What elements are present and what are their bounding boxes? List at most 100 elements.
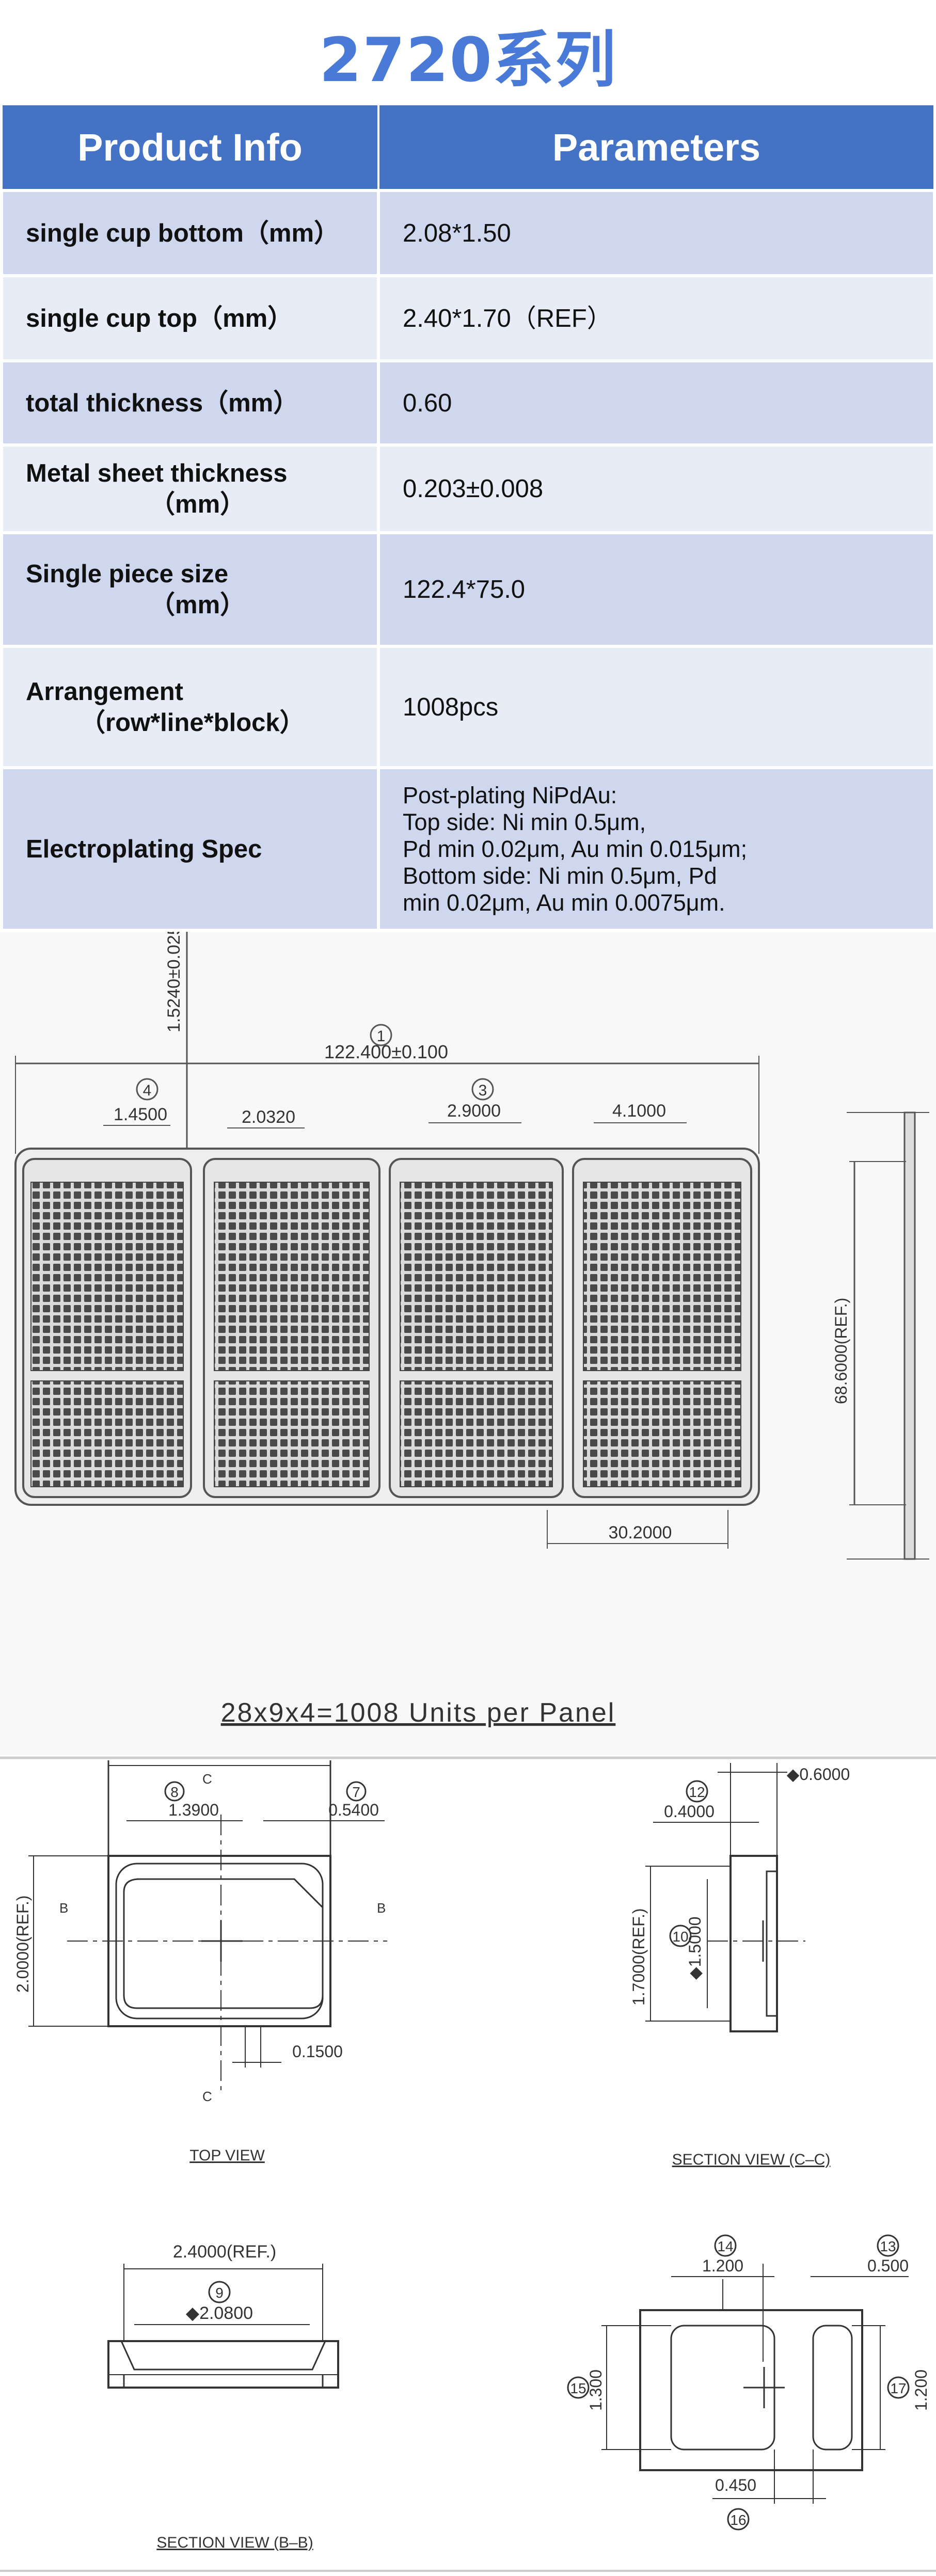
callout-4-label: 4 [143, 1082, 152, 1099]
table-row: Arrangement （row*line*block） 1008pcs [0, 645, 936, 769]
table-row: Electroplating Spec Post-plating NiPdAu:… [0, 766, 936, 932]
dim-pitch-b: 2.9000 [447, 1101, 501, 1121]
dim-b: 0.5400 [328, 1801, 379, 1819]
section-c-top: C [202, 1771, 212, 1787]
callout-13: 13 [877, 2234, 899, 2257]
dim-h: 1.7000(REF.) [629, 1908, 648, 2006]
value-line: Top side: Ni min 0.5μm, [403, 808, 646, 835]
callout-12-label: 12 [689, 1784, 705, 1800]
section-bb-label: SECTION VIEW (B–B) [156, 2534, 313, 2551]
section-c-bottom: C [202, 2089, 212, 2104]
row-value: 2.40*1.70（REF） [377, 274, 936, 362]
dim-c: 0.1500 [292, 2042, 343, 2061]
callout-17: 17 [887, 2376, 910, 2399]
callout-8-label: 8 [170, 1784, 179, 1800]
dim-height: 2.0000(REF.) [13, 1895, 32, 1993]
dim-inner: ◆1.5000 [686, 1917, 704, 1980]
dim-04: 0.4000 [664, 1802, 715, 1821]
table-row: total thickness（mm） 0.60 [0, 359, 936, 447]
dim-h2: 1.200 [912, 2370, 930, 2411]
section-b-right: B [377, 1900, 386, 1916]
page-title: 2720系列 [319, 24, 617, 96]
row-key: total thickness（mm） [0, 359, 380, 447]
dim-height: 68.6000(REF.) [832, 1298, 850, 1404]
dim-right: 4.1000 [612, 1101, 666, 1121]
dim-top: 2.4000(REF.) [173, 2242, 276, 2262]
section-view-cc: ◆0.6000 12 0.4000 1.7000(REF.) 10 ◆1.500… [629, 1763, 850, 2168]
dim-pitch-a: 1.4500 [114, 1105, 167, 1124]
section-cc-label: SECTION VIEW (C–C) [672, 2151, 831, 2168]
row-key: Single piece size （mm） [0, 531, 380, 648]
row-key: Electroplating Spec [0, 766, 380, 932]
panel-block [22, 1158, 192, 1498]
callout-1-label: 1 [377, 1028, 386, 1045]
panel-drawing: 1.5240±0.025 1 122.400±0.100 4 1.4500 2.… [0, 932, 936, 1755]
section-view-bb: 2.4000(REF.) 9 ◆2.0800 SECTION VIEW (B–B… [107, 2242, 339, 2551]
dim-gap: 2.0320 [242, 1107, 295, 1127]
row-value: Post-plating NiPdAu: Top side: Ni min 0.… [377, 766, 936, 932]
callout-14: 14 [714, 2234, 737, 2257]
dim-bottom: ◆2.0800 [186, 2303, 253, 2323]
callout-9-label: 9 [215, 2285, 224, 2301]
header-product-info: Product Info [1, 103, 379, 192]
row-value: 0.203±0.008 [377, 443, 936, 534]
callout-3: 3 [471, 1078, 494, 1101]
table-row: Single piece size （mm） 122.4*75.0 [0, 531, 936, 648]
panel-block [389, 1158, 564, 1498]
top-view: C 8 1.3900 7 0.5400 B B C [13, 1760, 387, 2164]
row-key-line1: Metal sheet thickness [26, 459, 288, 487]
panel-side-view: 68.6000(REF.) [832, 1111, 929, 1560]
callout-7: 7 [346, 1781, 367, 1802]
technical-drawings: 1.5240±0.025 1 122.400±0.100 4 1.4500 2.… [0, 932, 936, 2576]
dim-r: 0.500 [867, 2256, 909, 2275]
panel-caption: 28x9x4=1008 Units per Panel [221, 1698, 616, 1728]
row-key-line2: （mm） [150, 591, 246, 619]
header-parameters: Parameters [377, 103, 935, 192]
row-key: Arrangement （row*line*block） [0, 645, 380, 769]
row-value: 0.60 [377, 359, 936, 447]
table-row: Metal sheet thickness （mm） 0.203±0.008 [0, 443, 936, 534]
callout-16: 16 [727, 2508, 750, 2531]
value-line: Pd min 0.02μm, Au min 0.015μm; [403, 835, 748, 862]
callout-12: 12 [686, 1780, 708, 1803]
row-value: 1008pcs [377, 645, 936, 769]
callout-15: 15 [567, 2376, 590, 2399]
section-b-left: B [59, 1900, 68, 1916]
row-key-line1: Arrangement [26, 677, 183, 706]
value-line: Post-plating NiPdAu: [403, 782, 617, 808]
row-key: single cup top（mm） [0, 274, 380, 362]
callout-10-label: 10 [672, 1929, 688, 1945]
callout-8: 8 [164, 1781, 185, 1802]
panel-block [203, 1158, 380, 1498]
panel-block [572, 1158, 752, 1498]
bottom-view: 14 1.200 13 0.500 15 1.300 [567, 2234, 930, 2531]
table-row: single cup top（mm） 2.40*1.70（REF） [0, 274, 936, 362]
callout-17-label: 17 [890, 2380, 906, 2396]
spec-table: Product Info Parameters single cup botto… [0, 103, 936, 932]
dim-thk: ◆0.6000 [787, 1765, 850, 1784]
callout-4: 4 [136, 1078, 158, 1101]
row-key: Metal sheet thickness （mm） [0, 443, 380, 534]
callout-15-label: 15 [570, 2380, 586, 2396]
row-value: 122.4*75.0 [377, 531, 936, 648]
callout-9: 9 [208, 2281, 231, 2303]
dim-total-width: 122.400±0.100 [324, 1041, 448, 1062]
callout-7-label: 7 [352, 1784, 360, 1800]
detail-drawings: C 8 1.3900 7 0.5400 B B C [0, 1760, 936, 2576]
row-key-line2: （mm） [150, 490, 246, 518]
row-value: 2.08*1.50 [377, 189, 936, 277]
dim-h: 1.300 [586, 2370, 605, 2411]
callout-1: 1 [370, 1024, 392, 1046]
row-key-line1: Single piece size [26, 560, 229, 588]
table-row: single cup bottom（mm） 2.08*1.50 [0, 189, 936, 277]
callout-3-label: 3 [479, 1082, 487, 1099]
value-line: min 0.02μm, Au min 0.0075μm. [403, 889, 725, 916]
row-key-line2: （row*line*block） [80, 708, 305, 737]
dim-a: 1.3900 [168, 1801, 219, 1819]
callout-16-label: 16 [730, 2512, 746, 2528]
callout-14-label: 14 [717, 2238, 733, 2254]
dim-vertical: 1.5240±0.025 [164, 932, 184, 1032]
dim-w: 1.200 [702, 2256, 743, 2275]
row-key: single cup bottom（mm） [0, 189, 380, 277]
dim-b: 0.450 [715, 2476, 756, 2494]
